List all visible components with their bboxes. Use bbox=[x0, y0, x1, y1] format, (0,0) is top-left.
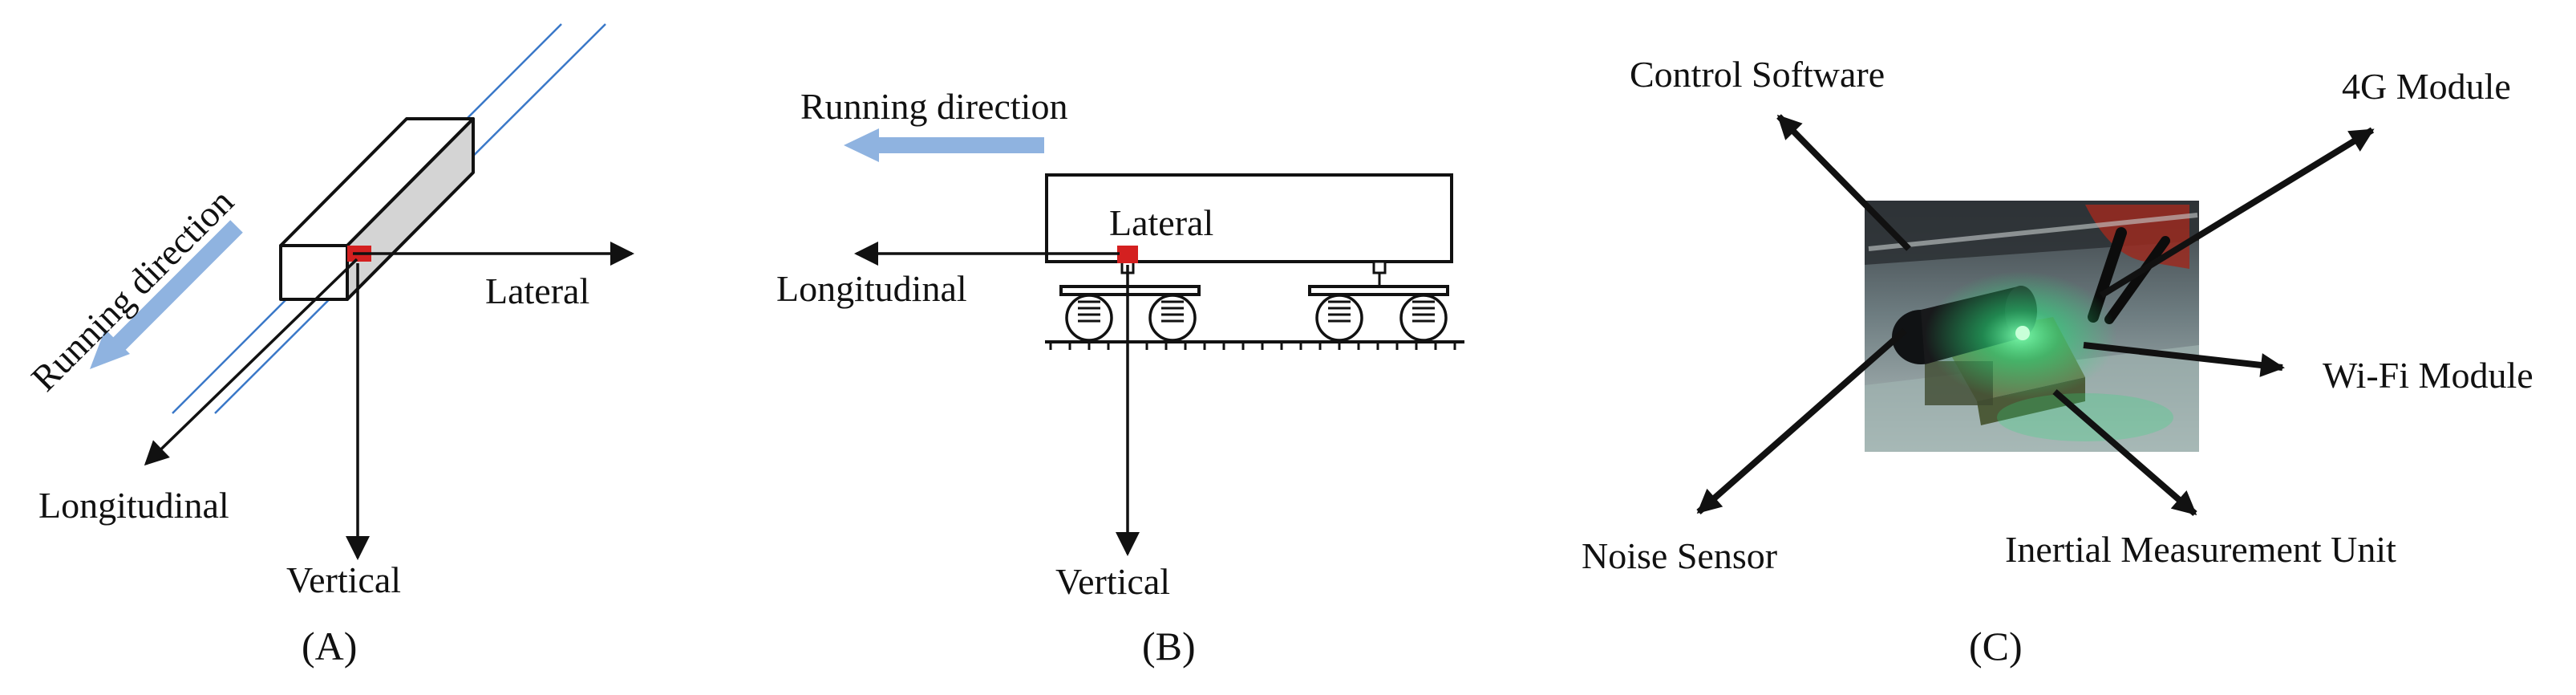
lateral-label: Lateral bbox=[1109, 202, 1213, 243]
longitudinal-label: Longitudinal bbox=[38, 485, 229, 526]
bogie-frame bbox=[1059, 285, 1449, 296]
4g-module-arrow bbox=[2099, 127, 2375, 299]
panel-a-caption: (A) bbox=[302, 624, 357, 669]
longitudinal-label: Longitudinal bbox=[776, 268, 967, 309]
secondary-suspension bbox=[1120, 260, 1387, 286]
noise-sensor-arrow bbox=[1696, 327, 1907, 515]
4g-module-label: 4G Module bbox=[2342, 66, 2511, 107]
wheelset bbox=[1065, 294, 1448, 342]
wifi-module-label: Wi-Fi Module bbox=[2323, 355, 2533, 396]
noise-sensor-label: Noise Sensor bbox=[1582, 535, 1777, 576]
panel-c-caption: (C) bbox=[1969, 624, 2023, 669]
panel-b: Running direction Lateral bbox=[776, 86, 1464, 669]
running-direction-arrow bbox=[112, 220, 243, 351]
imu-label: Inertial Measurement Unit bbox=[2005, 529, 2396, 570]
sensor-marker bbox=[1117, 246, 1138, 263]
car-body-box bbox=[279, 117, 475, 301]
running-direction-label: Running direction bbox=[800, 86, 1067, 127]
wifi-module-arrow bbox=[2083, 342, 2285, 377]
longitudinal-axis-arrow bbox=[144, 258, 358, 466]
panel-a: Running direction Lateral Longitudinal V… bbox=[23, 23, 634, 669]
running-direction-arrowhead bbox=[90, 329, 130, 369]
car-body bbox=[1045, 173, 1453, 263]
running-direction-arrowhead bbox=[844, 128, 879, 162]
lateral-label: Lateral bbox=[485, 270, 589, 311]
running-direction-label: Running direction bbox=[23, 181, 241, 399]
imu-arrow bbox=[2052, 388, 2197, 517]
vertical-label: Vertical bbox=[286, 559, 401, 600]
status-led bbox=[2015, 326, 2030, 340]
device-photo bbox=[1865, 201, 2199, 452]
primary-suspension-springs bbox=[1078, 300, 1435, 323]
control-software-arrow bbox=[1776, 114, 1911, 251]
vertical-label: Vertical bbox=[1055, 561, 1170, 602]
control-software-label: Control Software bbox=[1630, 54, 1885, 95]
panel-b-caption: (B) bbox=[1142, 624, 1196, 669]
panel-c: Control Software 4G Module Wi-Fi Module … bbox=[1582, 54, 2533, 669]
